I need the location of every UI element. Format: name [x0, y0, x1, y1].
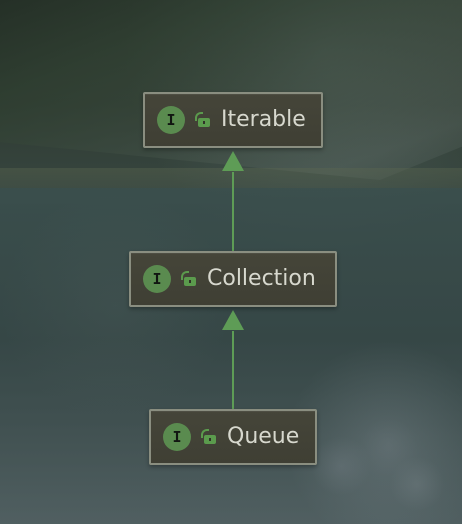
collection-node[interactable]: I Collection	[129, 251, 337, 307]
unlocked-icon-shackle	[201, 429, 209, 438]
interface-icon: I	[163, 423, 191, 451]
unlocked-icon-shackle	[195, 112, 203, 121]
node-label-collection: Collection	[207, 266, 316, 291]
unlocked-icon	[194, 111, 212, 129]
unlocked-icon	[200, 428, 218, 446]
interface-icon: I	[143, 265, 171, 293]
inheritance-arrow-icon	[222, 310, 244, 330]
connector-line	[232, 331, 234, 409]
unlocked-icon-keyhole	[209, 438, 211, 441]
queue-node[interactable]: I Queue	[149, 409, 317, 465]
node-label-queue: Queue	[227, 424, 300, 449]
iterable-node[interactable]: I Iterable	[143, 92, 323, 148]
connector-line	[232, 172, 234, 251]
node-label-iterable: Iterable	[221, 107, 306, 132]
unlocked-icon-keyhole	[189, 280, 191, 283]
inheritance-arrow-icon	[222, 151, 244, 171]
unlocked-icon	[180, 270, 198, 288]
unlocked-icon-keyhole	[203, 121, 205, 124]
interface-icon: I	[157, 106, 185, 134]
unlocked-icon-shackle	[181, 271, 189, 280]
